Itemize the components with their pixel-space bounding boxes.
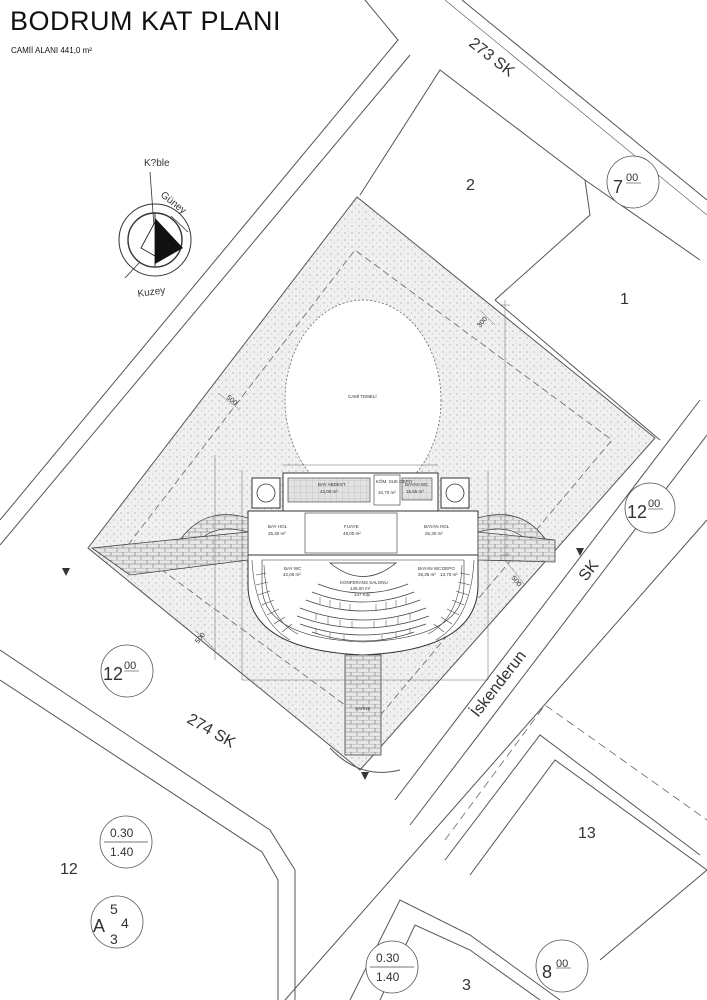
room-labels: CAMİ TEMELİ BAY ABDEST 42,00 m² KÖM. SUK… [268,393,458,711]
label-foyer-area: 48,00 m² [343,531,361,536]
curved-stair-left [251,559,299,641]
height-marker-7: 7 00 [606,155,660,209]
page-title: BODRUM KAT PLANI [10,6,282,36]
svg-text:0.30: 0.30 [376,951,400,965]
street-label-sk: SK [576,557,603,585]
label-men-wc-area: 42,00 m² [283,572,301,577]
svg-text:12: 12 [627,502,647,522]
label-men-ablution-area: 42,00 m² [320,489,338,494]
svg-text:00: 00 [556,958,568,970]
compass-north-label: Kuzey [137,285,166,300]
label-coal-depot-area: 10,70 m² [378,490,396,495]
label-conference: KONFERANS SALONU [340,580,388,585]
building-setback-line [127,249,613,726]
curved-stair-right [427,559,475,641]
label-women-hall: BAYAN HOL [424,524,450,529]
label-women-ablution: BAYAN WC [418,566,442,571]
parcel-number-1: 1 [620,291,629,308]
zoning-marker: A 5 4 3 [90,895,144,949]
label-coal-depot: KÖM. SUK DEPO [376,478,413,484]
svg-text:5: 5 [110,901,118,917]
ratio-marker-bottom: 0.30 1.40 [365,940,419,994]
svg-text:0.30: 0.30 [110,826,134,840]
svg-text:1.40: 1.40 [110,845,134,859]
label-conference-seats: 147 Kişi [354,592,370,597]
mosque-foundation-dome [284,299,442,501]
page-subtitle: CAMİİ ALANI 441,0 m² [11,46,92,55]
label-depot-area: 13,70 m² [440,572,458,577]
walkway-left [90,531,249,576]
parcel-number-3: 3 [462,977,471,994]
label-women-wc-area: 16,55 m² [406,489,424,494]
label-conference-area: 145,00 m² [350,586,371,591]
svg-text:3: 3 [110,931,118,947]
label-mosque-foundation: CAMİ TEMELİ [348,393,377,399]
street-label-273: 273 SK [466,35,518,81]
building-core [247,472,479,656]
conference-seating [296,583,430,642]
compass-qibla-label: K?ble [144,158,170,169]
compass-south-label: Güney [158,190,188,217]
label-depot: DEPO [442,566,455,571]
svg-text:4: 4 [121,915,129,931]
svg-text:00: 00 [124,660,136,672]
site-corner-curve [329,747,401,773]
walkway-bottom [344,654,382,756]
dimension-lines [194,300,526,681]
svg-text:12: 12 [103,664,123,684]
svg-text:A: A [93,916,105,936]
label-men-wc: BAY WC [284,566,302,571]
label-women-hall-area: 25,30 m² [425,531,443,536]
seat-ticks [315,597,411,641]
label-men-hall: BAY HOL [268,524,288,529]
label-men-ablution: BAY ABDEST [318,482,346,487]
height-marker-8: 8 00 [535,939,589,993]
parcel-dashed-edge [444,704,707,841]
parcel-number-2: 2 [466,177,475,194]
height-marker-12-left: 12 00 [100,644,154,698]
svg-text:1.40: 1.40 [376,970,400,984]
parcel-number-13: 13 [578,825,596,842]
label-foyer: FUAYE [344,524,359,529]
entrance-markers [62,548,584,780]
ratio-marker-left: 0.30 1.40 [99,815,153,869]
svg-text:7: 7 [613,177,623,197]
svg-text:00: 00 [626,172,638,184]
label-women-ablution-area: 28,35 m² [418,572,436,577]
parcel-number-12: 12 [60,861,78,878]
north-arrow-compass [118,171,192,279]
label-men-hall-area: 25,30 m² [268,531,286,536]
label-stage: SAHNE [355,706,371,711]
stage-platform [328,562,398,577]
svg-text:00: 00 [648,498,660,510]
street-label-274: 274 SK [184,711,238,752]
label-women-wc: BAYAN WC [405,482,429,487]
walkway-right [477,531,556,563]
svg-text:8: 8 [542,962,552,982]
height-marker-12-right: 12 00 [624,482,676,534]
